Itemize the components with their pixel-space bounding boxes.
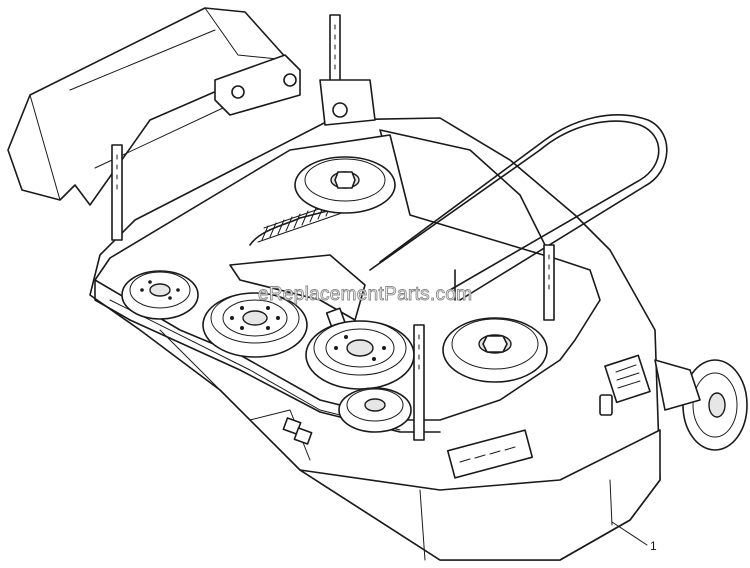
gauge-wheel [654,359,748,451]
callout-1: 1 [611,521,657,553]
pulley-idler-small [338,387,412,433]
pulley-top [294,156,396,214]
pulley-left-center [202,292,308,358]
pulley-center [305,320,415,390]
pulley-left-outer [121,270,199,320]
warning-decal-front [446,429,534,479]
watermark-text: eReplacementParts.com [258,284,472,305]
warning-decal-top [604,354,651,404]
lift-handle [369,114,668,301]
pulley-right [442,317,548,383]
callout-label: 1 [650,539,657,553]
hitch-bracket [214,54,376,126]
